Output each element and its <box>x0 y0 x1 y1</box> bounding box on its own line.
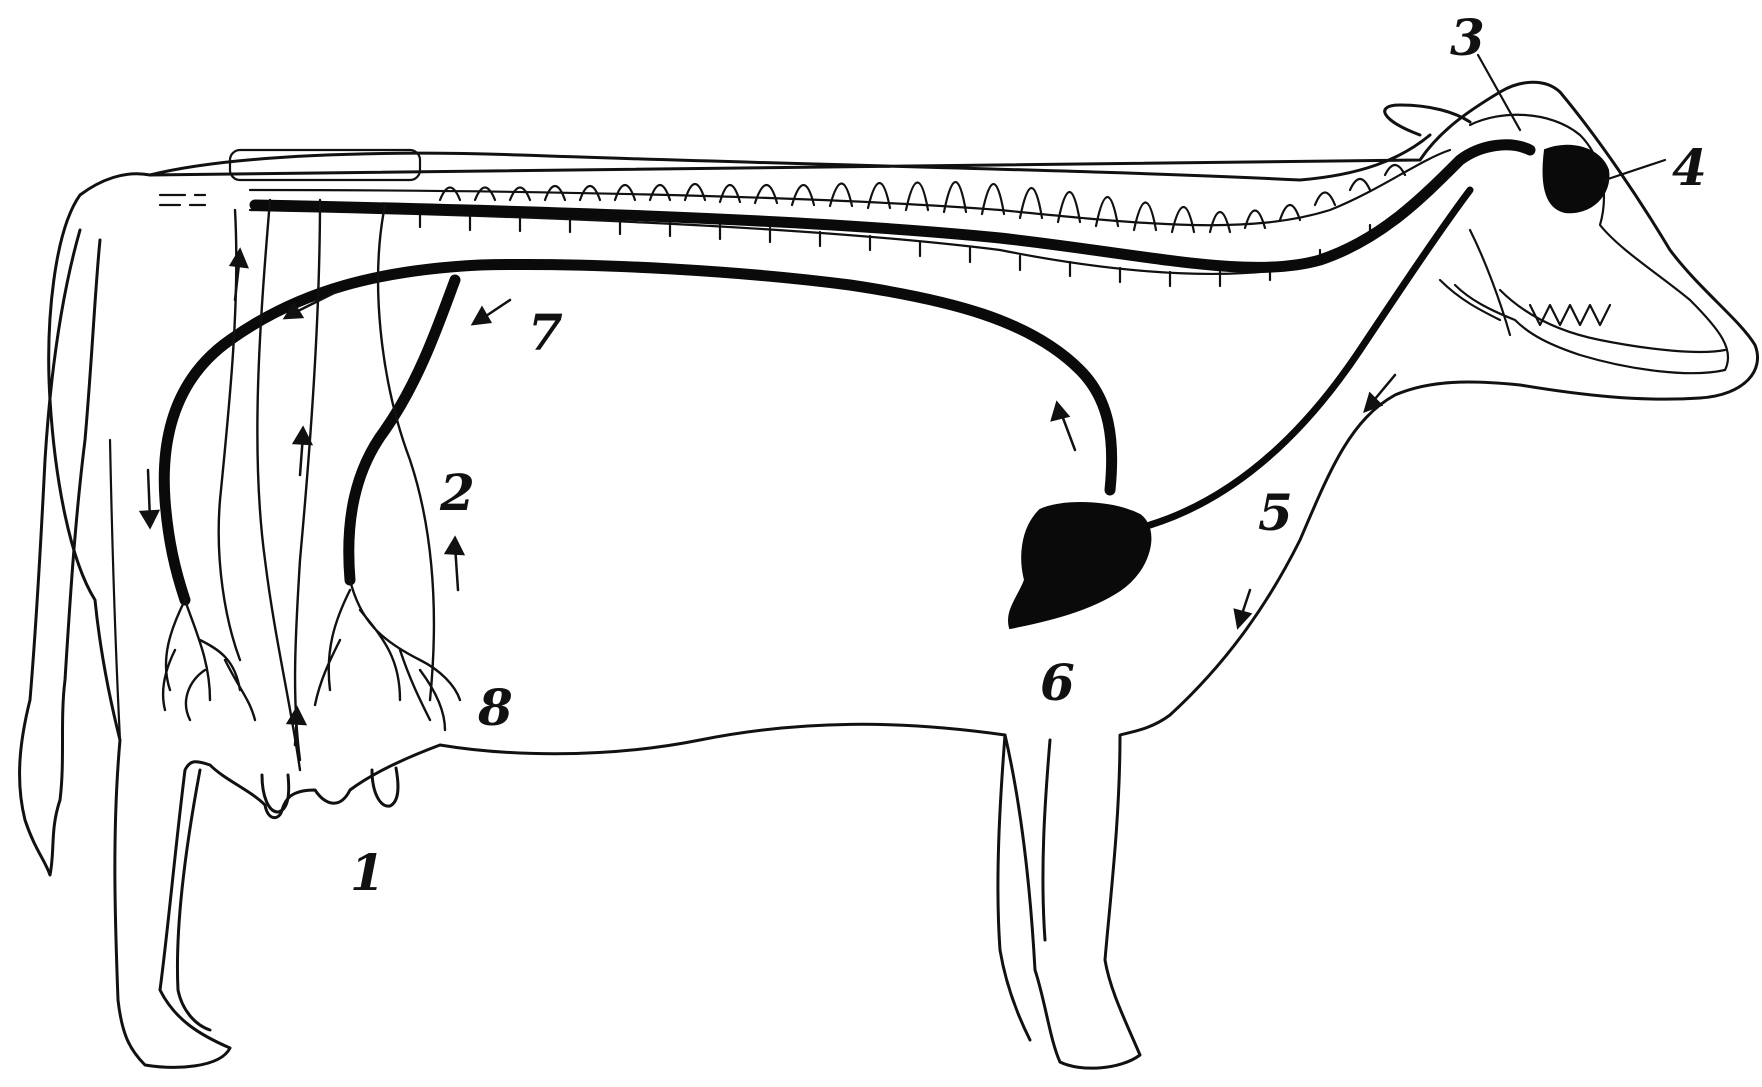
arrow-left-2 <box>473 300 510 324</box>
label-4: 4 <box>1672 138 1707 197</box>
jaw <box>1500 290 1725 352</box>
hind-leg-inner <box>110 440 120 740</box>
brain-organ <box>1544 146 1609 213</box>
left-branches <box>163 600 255 720</box>
heart <box>1009 503 1150 628</box>
tail <box>20 230 100 875</box>
caudal-vessel-branch <box>349 280 455 580</box>
tail-vertebrae-dashes <box>160 195 205 205</box>
label-3: 3 <box>1450 8 1485 67</box>
arrow-down-2 <box>1365 375 1395 411</box>
far-hind-leg <box>177 770 210 1030</box>
capillary-branches <box>163 200 460 770</box>
arrow-down-3 <box>1235 590 1250 627</box>
label-5: 5 <box>1258 483 1293 542</box>
vessels <box>164 145 1608 628</box>
label-8: 8 <box>477 678 513 737</box>
label-2: 2 <box>439 463 475 522</box>
label-6: 6 <box>1040 653 1075 712</box>
jugular-vessel <box>1150 190 1470 525</box>
label-7: 7 <box>528 303 563 362</box>
arrow-down-1 <box>141 470 158 527</box>
middle-branches <box>315 580 460 730</box>
arrow-up-1 <box>231 250 247 300</box>
arrow-up-3 <box>446 538 463 590</box>
teeth <box>1530 305 1610 325</box>
arrow-up-5 <box>1052 403 1075 450</box>
cheek <box>1440 230 1510 335</box>
label-1: 1 <box>350 843 385 902</box>
